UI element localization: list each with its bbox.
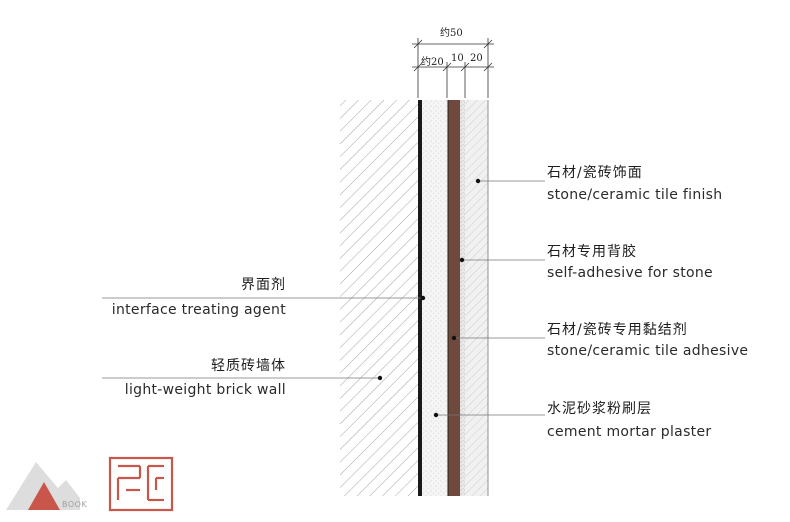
label-self-adhesive-en: self-adhesive for stone	[547, 265, 713, 281]
label-mortar-en: cement mortar plaster	[547, 424, 712, 440]
label-mortar-zh: 水泥砂浆粉刷层	[547, 401, 652, 417]
label-tile-adhesive-zh: 石材/瓷砖专用黏结剂	[547, 322, 688, 338]
label-tile-adhesive-en: stone/ceramic tile adhesive	[547, 343, 749, 359]
label-brick-wall-en: light-weight brick wall	[124, 382, 286, 398]
tile-adhesive-layer	[448, 100, 460, 496]
leader-lines	[102, 180, 545, 416]
label-brick-wall-zh: 轻质砖墙体	[211, 358, 286, 374]
label-stone-finish-en: stone/ceramic tile finish	[547, 187, 723, 203]
label-interface-en: interface treating agent	[111, 302, 286, 318]
label-interface-zh: 界面剂	[241, 277, 286, 293]
dim-segment-1: 约20	[421, 57, 444, 68]
dim-segment-2: 10	[451, 53, 464, 64]
watermark-logo	[6, 456, 174, 512]
label-stone-finish-zh: 石材/瓷砖饰面	[547, 165, 643, 181]
dimension-lines	[412, 38, 494, 98]
dim-total: 约50	[440, 28, 463, 39]
watermark-text: BOOK	[62, 500, 88, 509]
label-self-adhesive-zh: 石材专用背胶	[547, 244, 637, 260]
dim-segment-3: 20	[470, 53, 483, 64]
leader-dots	[377, 178, 481, 418]
